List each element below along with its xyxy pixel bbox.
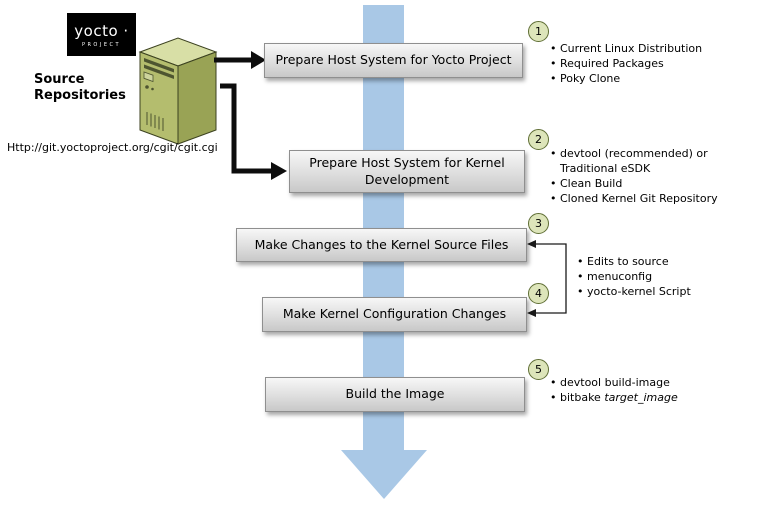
bullet-list-step2: devtool (recommended) or Traditional eSD… (549, 146, 741, 206)
bullet-item: Cloned Kernel Git Repository (549, 191, 741, 206)
bullet-list-step1: Current Linux Distribution Required Pack… (549, 41, 754, 86)
arrow-to-step1 (214, 51, 266, 69)
yocto-logo-subtext: PROJECT (81, 41, 122, 48)
bullet-item: Edits to source (576, 254, 741, 269)
step-box-make-source-changes: Make Changes to the Kernel Source Files (236, 228, 527, 262)
source-repositories-line1: Source (34, 72, 85, 87)
bullet-item: devtool build-image (549, 375, 754, 390)
bullet-item: bitbake target_image (549, 390, 754, 405)
yocto-logo: yocto · PROJECT (67, 13, 136, 56)
bullet-item: yocto-kernel Script (576, 284, 741, 299)
step-box-make-config-changes: Make Kernel Configuration Changes (262, 297, 527, 332)
bullet-item: menuconfig (576, 269, 741, 284)
step-badge-1: 1 (528, 21, 549, 42)
step-box-prepare-host-kernel: Prepare Host System for Kernel Developme… (289, 150, 525, 193)
step-box-build-image: Build the Image (265, 377, 525, 412)
bullet-item: Poky Clone (549, 71, 754, 86)
step-box-prepare-host-yocto: Prepare Host System for Yocto Project (264, 43, 523, 78)
step-badge-5: 5 (528, 359, 549, 380)
yocto-logo-text: yocto · (74, 21, 129, 40)
bracket-step3-step4 (527, 240, 567, 317)
source-repositories-label: Source Repositories (34, 72, 126, 104)
source-repositories-line2: Repositories (34, 88, 126, 103)
arrow-to-step2 (220, 83, 287, 180)
flow-down-arrow (341, 5, 427, 499)
step-badge-2: 2 (528, 129, 549, 150)
step-badge-3: 3 (528, 213, 549, 234)
server-icon (138, 37, 218, 145)
bullet-list-step5: devtool build-image bitbake target_image (549, 375, 754, 405)
bullet-item: Clean Build (549, 176, 741, 191)
bullet-item: Current Linux Distribution (549, 41, 754, 56)
bullet-item: devtool (recommended) or Traditional eSD… (549, 146, 741, 176)
bitbake-target-image-arg: target_image (604, 391, 678, 404)
git-repository-url: Http://git.yoctoproject.org/cgit/cgit.cg… (7, 141, 218, 154)
bitbake-command-prefix: bitbake (560, 391, 605, 404)
bullet-item: Required Packages (549, 56, 754, 71)
bullet-list-step3-4: Edits to source menuconfig yocto-kernel … (576, 254, 741, 299)
step-badge-4: 4 (528, 283, 549, 304)
